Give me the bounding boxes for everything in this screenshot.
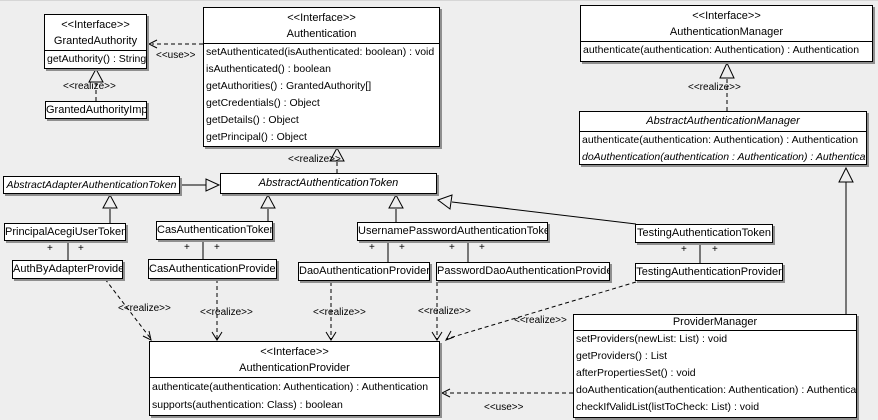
association-plus: + <box>479 242 485 253</box>
realize-label: <<realize>> <box>118 303 171 314</box>
method-label: getAuthorities() : GrantedAuthority[] <box>206 80 372 92</box>
class-name: DaoAuthenticationProvider <box>299 265 430 277</box>
use-label: <<use>> <box>156 50 196 61</box>
class-cas-authentication-token[interactable]: CasAuthenticationToken <box>156 221 273 240</box>
stereotype-label: <<Interface>> <box>287 12 356 24</box>
class-name: CasAuthenticationToken <box>157 224 273 236</box>
class-header: <<Interface>> AuthenticationManager <box>581 6 872 41</box>
class-auth-by-adapter-provider[interactable]: AuthByAdapterProvider <box>12 260 123 279</box>
method-compartment: setProviders(newList: List) : void getPr… <box>574 330 856 416</box>
method-label: getCredentials() : Object <box>206 97 320 109</box>
class-name: AbstractAuthenticationManager <box>646 115 800 127</box>
association-plus: + <box>369 242 375 253</box>
stereotype-label: <<Interface>> <box>260 346 329 358</box>
method-compartment: authenticate(authentication: Authenticat… <box>150 377 439 414</box>
class-principal-acegi-user-token[interactable]: PrincipalAcegiUserToken <box>4 223 126 241</box>
class-name: AbstractAuthenticationToken <box>258 177 399 189</box>
stereotype-label: <<Interface>> <box>61 19 130 31</box>
class-name: Authentication <box>286 28 357 40</box>
use-label: <<use>> <box>484 402 524 413</box>
realize-label: <<realize>> <box>418 306 471 317</box>
class-name: AbstractAdapterAuthenticationToken <box>6 179 177 191</box>
realize-label: <<realize>> <box>688 82 741 93</box>
class-name: AuthenticationProvider <box>239 362 350 374</box>
association-plus: + <box>78 243 84 254</box>
class-password-dao-authentication-provider[interactable]: PasswordDaoAuthenticationProvider <box>436 262 610 281</box>
method-compartment: getAuthority() : String <box>45 50 146 68</box>
association-plus: + <box>712 244 718 255</box>
class-provider-manager[interactable]: ProviderManager setProviders(newList: Li… <box>573 314 857 418</box>
method-label: doAuthentication(authentication: Authent… <box>576 384 856 396</box>
method-label: afterPropertiesSet() : void <box>576 367 696 379</box>
method-label: setProviders(newList: List) : void <box>576 333 728 345</box>
class-name: GrantedAuthorityImpl <box>46 104 147 116</box>
association-plus: + <box>47 243 53 254</box>
association-plus: + <box>184 242 190 253</box>
class-name: ProviderManager <box>672 316 758 328</box>
method-label: authenticate(authentication: Authenticat… <box>582 134 859 146</box>
method-label: setAuthenticated(isAuthenticated: boolea… <box>206 46 435 58</box>
method-label: checkIfValidList(listToCheck: List) : vo… <box>576 401 760 413</box>
method-label: getDetails() : Object <box>206 114 299 126</box>
class-abstract-adapter-authentication-token[interactable]: AbstractAdapterAuthenticationToken <box>3 176 180 194</box>
realize-label: <<realize>> <box>514 315 567 326</box>
method-compartment: authenticate(authentication: Authenticat… <box>581 41 872 59</box>
class-testing-authentication-token[interactable]: TestingAuthenticationToken <box>635 224 773 243</box>
realize-label: <<realize>> <box>200 307 253 318</box>
class-header: <<Interface>> Authentication <box>204 8 439 43</box>
method-label: getAuthority() : String <box>47 53 146 65</box>
association-plus: + <box>681 244 687 255</box>
association-plus: + <box>399 242 405 253</box>
method-compartment: authenticate(authentication: Authenticat… <box>580 131 866 166</box>
class-header: AbstractAuthenticationManager <box>580 112 866 131</box>
class-abstract-authentication-token[interactable]: AbstractAuthenticationToken <box>220 173 437 194</box>
class-dao-authentication-provider[interactable]: DaoAuthenticationProvider <box>298 262 430 281</box>
class-granted-authority[interactable]: <<Interface>> GrantedAuthority getAuthor… <box>44 14 147 69</box>
class-name: PrincipalAcegiUserToken <box>5 226 126 238</box>
realize-label: <<realize>> <box>288 154 341 165</box>
method-label: authenticate(authentication: Authenticat… <box>152 381 429 393</box>
association-plus: + <box>449 242 455 253</box>
realize-label: <<realize>> <box>313 307 366 318</box>
class-header: ProviderManager <box>574 315 856 330</box>
class-authentication[interactable]: <<Interface>> Authentication setAuthenti… <box>203 7 440 147</box>
class-abstract-authentication-manager[interactable]: AbstractAuthenticationManager authentica… <box>579 111 867 165</box>
class-authentication-provider[interactable]: <<Interface>> AuthenticationProvider aut… <box>149 341 440 416</box>
association-plus: + <box>214 242 220 253</box>
class-name: AuthByAdapterProvider <box>13 263 123 275</box>
class-name: GrantedAuthority <box>53 35 138 47</box>
method-label: doAuthentication(authentication : Authen… <box>582 151 866 163</box>
class-cas-authentication-provider[interactable]: CasAuthenticationProvider <box>148 259 277 279</box>
class-name: TestingAuthenticationProvider <box>636 266 782 278</box>
method-label: authenticate(authentication: Authenticat… <box>583 44 860 56</box>
method-compartment: setAuthenticated(isAuthenticated: boolea… <box>204 43 439 146</box>
class-name: TestingAuthenticationToken <box>637 227 771 239</box>
method-label: getPrincipal() : Object <box>206 131 307 143</box>
class-name: AuthenticationManager <box>669 26 784 38</box>
class-authentication-manager[interactable]: <<Interface>> AuthenticationManager auth… <box>580 5 873 62</box>
method-label: getProviders() : List <box>576 350 668 362</box>
class-name: CasAuthenticationProvider <box>149 263 277 275</box>
class-name: UsernamePasswordAuthenticationToken <box>358 225 548 237</box>
stereotype-label: <<Interface>> <box>692 10 761 22</box>
class-granted-authority-impl[interactable]: GrantedAuthorityImpl <box>45 101 147 119</box>
class-header: <<Interface>> AuthenticationProvider <box>150 342 439 377</box>
method-label: isAuthenticated() : boolean <box>206 63 331 75</box>
class-testing-authentication-provider[interactable]: TestingAuthenticationProvider <box>635 263 783 281</box>
method-label: supports(authentication: Class) : boolea… <box>152 399 343 411</box>
class-username-password-authentication-token[interactable]: UsernamePasswordAuthenticationToken <box>357 222 548 241</box>
class-header: <<Interface>> GrantedAuthority <box>45 15 146 50</box>
class-name: PasswordDaoAuthenticationProvider <box>437 265 610 277</box>
realize-label: <<realize>> <box>63 81 116 92</box>
